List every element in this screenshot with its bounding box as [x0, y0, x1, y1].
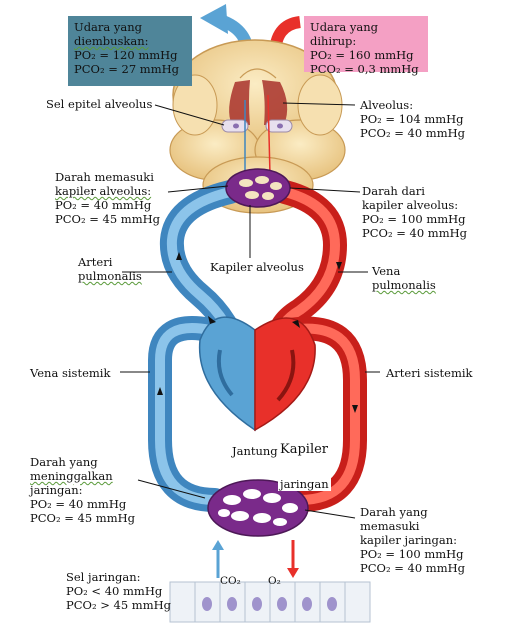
exhaled-po2: PO₂ = 120 mmHg	[74, 48, 178, 62]
dmkj-po2: PO₂ = 100 mmHg	[360, 547, 464, 561]
label-sel-jaringan: Sel jaringan: PO₂ < 40 mmHg PCO₂ > 45 mm…	[66, 570, 171, 612]
label-darah-memasuki-kapiler-alveolus: Darah memasuki kapiler alveolus: PO₂ = 4…	[55, 170, 160, 226]
label-kapiler-alveolus: Kapiler alveolus	[210, 260, 304, 274]
dmj-line1: Darah yang	[30, 455, 98, 469]
dmkj-pco2: PCO₂ = 40 mmHg	[360, 561, 466, 575]
dmka-pco2: PCO₂ = 45 mmHg	[55, 212, 161, 226]
inhaled-title: Udara yang dihirup:	[310, 20, 379, 48]
inhaled-po2: PO₂ = 160 mmHg	[310, 48, 414, 62]
dmkj-line1: Darah yang	[360, 505, 428, 519]
label-co2: CO₂	[220, 575, 241, 587]
o2-diffusion-line	[267, 94, 271, 176]
ddka-pco2: PCO₂ = 40 mmHg	[362, 226, 468, 240]
flow-arrows	[157, 252, 358, 413]
exhaled-pco2: PCO₂ = 27 mmHg	[74, 62, 180, 76]
label-sel-epitel: Sel epitel alveolus	[46, 97, 153, 111]
label-jaringan: jaringan	[278, 477, 331, 491]
label-arteri-pulmonalis: Arteri pulmonalis	[78, 255, 142, 283]
alveolus-title: Alveolus:	[360, 98, 414, 112]
dmkj-line3: kapiler jaringan:	[360, 533, 458, 547]
exhaled-title-1: Udara yang	[74, 20, 143, 34]
ddka-line1: Darah dari	[362, 184, 425, 198]
label-darah-meninggalkan-jaringan: Darah yang meninggalkan jaringan: PO₂ = …	[30, 455, 135, 525]
o2-tissue-arrow	[287, 540, 299, 578]
heart	[198, 316, 316, 432]
label-kapiler: Kapiler	[280, 442, 329, 457]
dmka-line1: Darah memasuki	[55, 170, 154, 184]
label-darah-dari-kapiler-alveolus: Darah dari kapiler alveolus: PO₂ = 100 m…	[362, 184, 467, 240]
tissue-cells	[169, 581, 371, 623]
dmj-line2: meninggalkan	[30, 469, 113, 483]
label-o2: O₂	[268, 575, 281, 587]
ap-line1: Arteri	[78, 255, 113, 269]
dmka-line2: kapiler alveolus:	[55, 184, 152, 198]
sj-pco2: PCO₂ > 45 mmHg	[66, 598, 172, 612]
alveolus-po2: PO₂ = 104 mmHg	[360, 112, 464, 126]
tissue-capillary	[207, 479, 309, 537]
exhaled-air-box: Udara yang diembuskan: PO₂ = 120 mmHg PC…	[68, 16, 192, 86]
label-alveolus: Alveolus: PO₂ = 104 mmHg PCO₂ = 40 mmHg	[360, 98, 465, 140]
vp-line1: Vena	[372, 264, 401, 278]
dmkj-line2: memasuki	[360, 519, 420, 533]
exhaled-title-2: diembuskan:	[74, 34, 149, 48]
sj-title: Sel jaringan:	[66, 570, 141, 584]
dmj-po2: PO₂ = 40 mmHg	[30, 497, 127, 511]
dmj-pco2: PCO₂ = 45 mmHg	[30, 511, 136, 525]
dmka-po2: PO₂ = 40 mmHg	[55, 198, 152, 212]
label-arteri-sistemik: Arteri sistemik	[386, 366, 473, 380]
label-jantung: Jantung	[232, 444, 278, 458]
label-vena-pulmonalis: Vena pulmonalis	[372, 264, 436, 292]
label-vena-sistemik: Vena sistemik	[30, 366, 111, 380]
alveolar-capillary	[225, 168, 291, 208]
leader-lines	[120, 102, 380, 519]
label-darah-memasuki-kapiler-jaringan: Darah yang memasuki kapiler jaringan: PO…	[360, 505, 465, 575]
alveolus-pco2: PCO₂ = 40 mmHg	[360, 126, 466, 140]
ddka-line2: kapiler alveolus:	[362, 198, 459, 212]
sj-po2: PO₂ < 40 mmHg	[66, 584, 163, 598]
ap-line2: pulmonalis	[78, 269, 142, 283]
inhaled-pco2: PCO₂ = 0,3 mmHg	[310, 62, 419, 76]
inhaled-air-box: Udara yang dihirup: PO₂ = 160 mmHg PCO₂ …	[304, 16, 428, 76]
ddka-po2: PO₂ = 100 mmHg	[362, 212, 466, 226]
vp-line2: pulmonalis	[372, 278, 436, 292]
co2-tissue-arrow	[212, 540, 224, 578]
dmj-line3: jaringan:	[30, 483, 83, 497]
